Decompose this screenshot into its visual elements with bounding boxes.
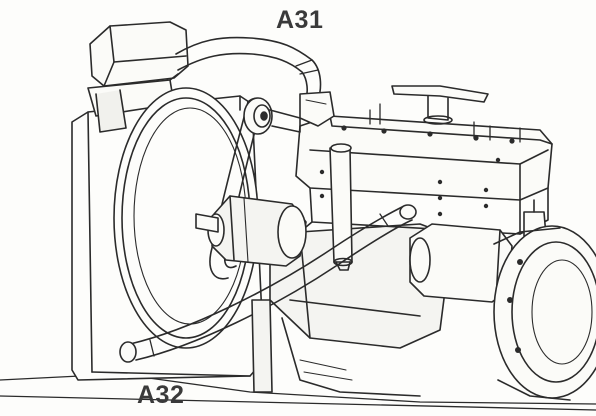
- bell-housing: [493, 225, 596, 401]
- generator: [195, 195, 307, 267]
- upper-radiator-hose: [175, 36, 335, 127]
- oil-filler-cap: [391, 85, 489, 125]
- water-outlet-pipe: [329, 143, 353, 271]
- cylinder-head: [295, 103, 553, 235]
- callout-lower-hose: A32: [137, 381, 185, 409]
- side-accessory: [409, 199, 547, 303]
- callout-upper-hose: A31: [276, 6, 324, 34]
- engine-stand: [251, 299, 273, 393]
- lower-radiator-hose: [119, 204, 417, 363]
- water-pump-pulley: [243, 97, 301, 135]
